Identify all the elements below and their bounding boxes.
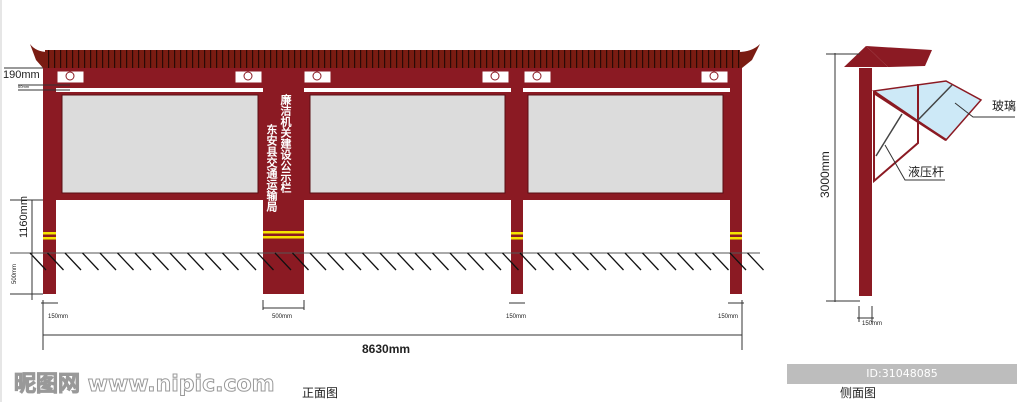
side-bracket xyxy=(873,84,919,184)
hatch-line xyxy=(519,252,537,271)
side-dim-post: 150mm xyxy=(862,321,882,327)
hatch-line xyxy=(607,252,624,271)
hatch-line xyxy=(554,252,572,271)
id-bar: ID:31048085 NO:20200430104031069873 xyxy=(787,364,1017,400)
hydraulic-rod-1 xyxy=(875,113,903,157)
hatch-line xyxy=(152,252,169,271)
hatch-line xyxy=(222,252,239,271)
hatch-line xyxy=(537,252,554,271)
notice-panel-2 xyxy=(309,94,506,194)
lattice-ornaments xyxy=(56,70,729,84)
dim-height: 1160mm xyxy=(18,196,30,238)
label-glass: 玻璃 xyxy=(992,99,1016,113)
hatch-line xyxy=(502,252,519,271)
front-dimensions: 190mm 60mm 1160mm 500mm 150mm 500mm 150m… xyxy=(3,67,744,356)
watermark: 昵图网 www.nipic.com xyxy=(14,372,276,398)
notice-panel-1 xyxy=(61,94,259,194)
hatch-line xyxy=(29,252,47,271)
side-post xyxy=(859,68,872,296)
hatch-line xyxy=(712,252,729,271)
hatch-line xyxy=(624,252,642,271)
hatch-line xyxy=(257,252,274,271)
hatch-line xyxy=(309,252,327,271)
dim-post-center: 500mm xyxy=(272,314,292,320)
hatch-line xyxy=(379,252,397,271)
hatch-line xyxy=(414,252,432,271)
slogan-line1: 廉洁机关建设公示栏 xyxy=(279,94,292,193)
hatch-line xyxy=(362,252,379,271)
side-view: 玻璃 液压杆 3000mm 150mm xyxy=(818,46,1016,327)
hatch-line xyxy=(134,252,152,271)
slogan-line2: 东安县交通运输局 xyxy=(265,124,278,212)
hatch-line xyxy=(82,252,99,271)
hatch-line xyxy=(677,252,694,271)
hatch-line xyxy=(47,252,64,271)
hatch-line xyxy=(572,252,589,271)
label-hydraulic-rod: 液压杆 xyxy=(908,164,944,179)
white-stripe xyxy=(56,88,736,92)
hatch-line xyxy=(292,252,309,271)
front-view-title: 正面图 xyxy=(302,386,339,400)
dim-small: 60mm xyxy=(18,84,30,89)
side-roof-left xyxy=(844,46,888,67)
post-center xyxy=(263,68,304,294)
hatch-line xyxy=(449,252,467,271)
yellow-bands xyxy=(43,231,742,240)
post-mid xyxy=(511,68,523,294)
hydraulic-rod-2 xyxy=(917,84,953,121)
hatch-line xyxy=(327,252,344,271)
hatch-line xyxy=(204,252,222,271)
hatch-line xyxy=(729,252,747,271)
dim-post-right: 150mm xyxy=(718,314,738,320)
side-dim-height: 3000mm xyxy=(818,151,832,198)
hatch-line xyxy=(344,252,362,271)
side-view-title: 侧面图 xyxy=(840,386,877,400)
hatch-line xyxy=(467,252,484,271)
hatch-line xyxy=(64,252,82,271)
hatch-line xyxy=(642,252,659,271)
dim-roof: 190mm xyxy=(3,69,40,81)
hatch-line xyxy=(99,252,117,271)
hatch-line xyxy=(187,252,204,271)
side-roof-right xyxy=(866,46,932,67)
hatch-line xyxy=(117,252,134,271)
hatch-line xyxy=(432,252,449,271)
roof-tiles xyxy=(45,50,740,68)
hatch-line xyxy=(274,252,292,271)
front-view xyxy=(10,44,764,294)
hatch-line xyxy=(484,252,502,271)
notice-panel-3 xyxy=(527,94,724,194)
dim-post-mid: 150mm xyxy=(506,314,526,320)
bracket-arm xyxy=(873,91,947,142)
hatch-line xyxy=(659,252,677,271)
hatch-line xyxy=(694,252,712,271)
dim-ground: 500mm xyxy=(12,264,18,284)
hatch-line xyxy=(239,252,257,271)
ground-hatching xyxy=(29,252,764,271)
hatch-line xyxy=(747,252,764,271)
hatch-line xyxy=(169,252,187,271)
dim-post-left: 150mm xyxy=(48,314,68,320)
hatch-line xyxy=(589,252,607,271)
dim-total: 8630mm xyxy=(362,342,410,356)
hatch-line xyxy=(397,252,414,271)
